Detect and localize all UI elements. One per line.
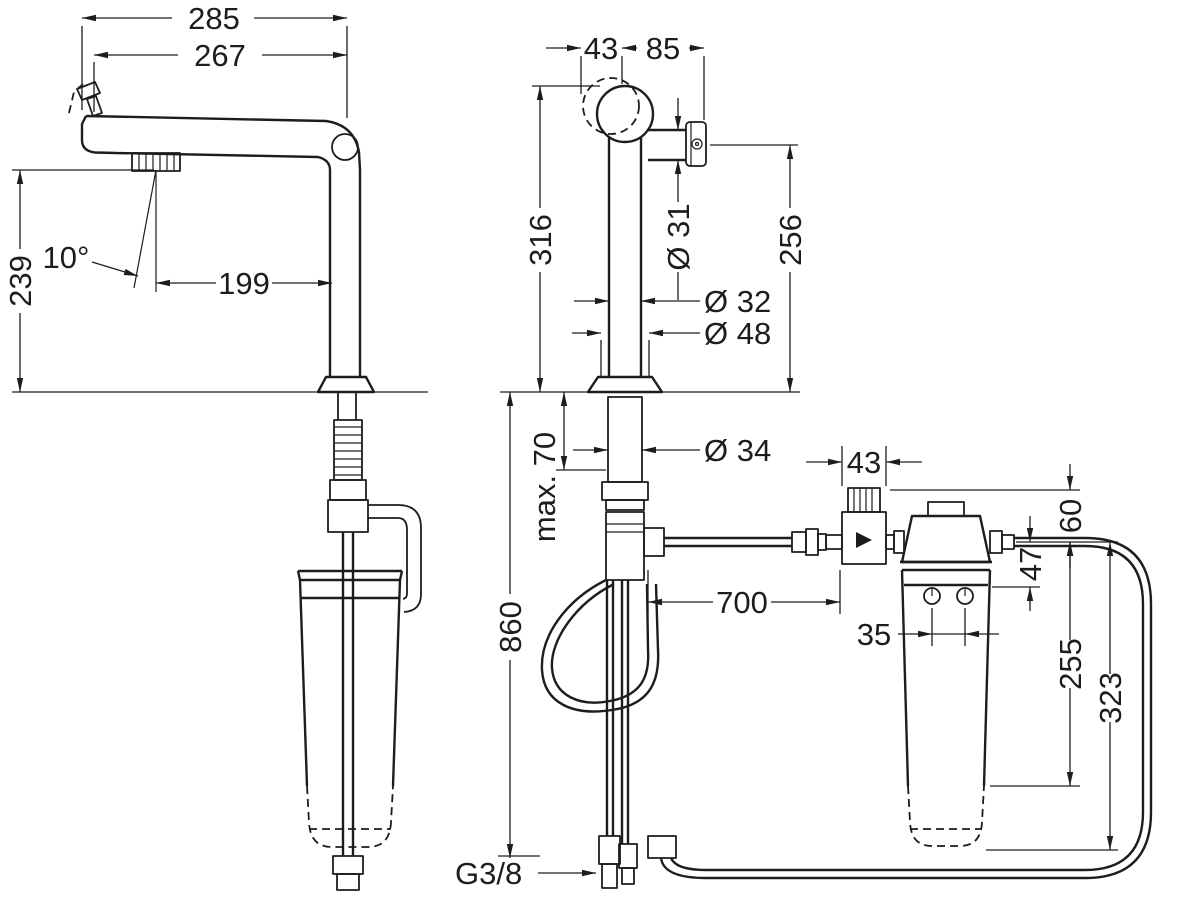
- dim-dia48-label: Ø 48: [704, 316, 771, 351]
- handle-lever: [76, 81, 103, 117]
- valve-nipple: [825, 534, 843, 550]
- mounting-nut-front: [601, 481, 649, 501]
- filter-container-left: [296, 569, 404, 787]
- cartridge-indicator: [923, 587, 941, 605]
- hose-fitting: [805, 528, 819, 556]
- dim-267-label: 267: [194, 38, 246, 73]
- valve-flow-arrow: [856, 532, 872, 548]
- tee-detail: [606, 523, 644, 533]
- hose-end-fitting: [601, 863, 618, 889]
- side-handle: [648, 128, 686, 162]
- base-flange-left: [316, 375, 376, 394]
- dim-255-label: 255: [1053, 638, 1088, 690]
- mounting-thread-front: [607, 396, 643, 483]
- side-handle-button-dot: [694, 141, 700, 147]
- thread-size-label: G3/8: [455, 856, 522, 891]
- filter-container-left-dashed: [306, 785, 394, 848]
- hose-end-fitting: [598, 835, 621, 865]
- dim-285-label: 285: [188, 1, 240, 36]
- supply-hose: [664, 536, 792, 548]
- faucet-hose-left: [341, 532, 355, 856]
- dim-35-label: 35: [857, 617, 891, 652]
- extension-lines-front: [498, 56, 841, 857]
- dim-dia34-label: Ø 34: [704, 433, 771, 468]
- cartridge-indicator-marks: [931, 589, 966, 596]
- head-swivel-dashed: [582, 77, 640, 135]
- dim-700-label: 700: [716, 585, 768, 620]
- mounting-bracket-left: [327, 499, 369, 533]
- hose-end-fitting-left2: [336, 873, 360, 891]
- filter-head-port-left: [893, 530, 905, 554]
- side-view-dimensions: 285 267 239 10° 199: [3, 1, 428, 393]
- hose-fitting: [791, 531, 807, 553]
- hose-end-fitting: [618, 843, 638, 869]
- filter-cartridge-dashed: [907, 785, 985, 847]
- extension-lines-dia48: [600, 340, 650, 376]
- dim-256-label: 256: [773, 214, 808, 266]
- dim-max70-label: max. 70: [527, 432, 562, 542]
- hose-end-fitting: [621, 867, 635, 885]
- dim-860-label: 860: [493, 601, 528, 653]
- base-flange-front: [586, 375, 664, 394]
- dim-dia32-label: Ø 32: [704, 284, 771, 319]
- dim-60-label: 60: [1053, 499, 1088, 533]
- spout-profile: [80, 114, 362, 377]
- filter-cartridge: [900, 560, 992, 787]
- valve-outlet-nipple: [885, 534, 895, 550]
- head-circle: [595, 84, 655, 144]
- angle-leader-arrow: [91, 261, 139, 277]
- filter-head-top: [927, 501, 965, 517]
- dim-199-label: 199: [218, 266, 270, 301]
- washer-front: [605, 499, 645, 511]
- hose-end-fitting-left: [332, 855, 364, 875]
- valve-cap-ribs: [853, 488, 873, 512]
- holder-hook: [368, 504, 422, 613]
- spray-angle-lines: [133, 169, 157, 292]
- swivel-joint: [331, 133, 359, 161]
- filter-assembly: [647, 487, 1153, 880]
- spray-hose-loop-inner: [550, 582, 650, 704]
- filter-head: [900, 514, 992, 564]
- angle-10-label: 10°: [43, 240, 90, 275]
- side-view: [68, 81, 422, 891]
- loop-hose-fitting: [647, 835, 677, 859]
- dim-43-right-label: 43: [847, 445, 881, 480]
- side-handle-button: [691, 138, 703, 150]
- cartridge-indicator: [956, 587, 974, 605]
- front-view-dimensions: 43 85 316 Ø 31 256 Ø 32 Ø 48 Ø 34 max. 7…: [455, 31, 841, 891]
- dim-43-top-label: 43: [584, 31, 618, 66]
- hose-loop-large-inner: [669, 544, 1145, 872]
- handle-alt-position: [68, 83, 84, 114]
- hose-fitting: [817, 533, 827, 551]
- front-view: [500, 77, 827, 889]
- dim-316-label: 316: [523, 214, 558, 266]
- thread-lines-left: [334, 426, 362, 476]
- filter-dimensions: 43 60 47 35 255 323: [806, 445, 1128, 851]
- dim-dia31-label: Ø 31: [661, 203, 696, 270]
- dim-239-label: 239: [3, 255, 38, 307]
- connection-hoses: [605, 580, 630, 844]
- dim-323-label: 323: [1093, 672, 1128, 724]
- extension-lines-left: [12, 26, 428, 393]
- spray-hose-loop: [540, 578, 660, 713]
- aerator-ribs: [138, 153, 175, 171]
- side-handle-cap: [685, 121, 707, 167]
- valve-cap: [847, 487, 881, 513]
- filter-head-port-right: [989, 530, 1003, 554]
- tee-side-port: [643, 527, 665, 557]
- filter-head-port-right2: [1001, 534, 1015, 550]
- shank-left: [337, 392, 357, 420]
- hose-loop-large: [659, 536, 1153, 880]
- mounting-thread-left: [333, 419, 363, 481]
- mounting-nut-left: [329, 479, 367, 501]
- faucet-body-front: [607, 137, 643, 377]
- dim-47-label: 47: [1013, 547, 1048, 581]
- tee-connector: [605, 511, 645, 581]
- dim-85-label: 85: [646, 31, 680, 66]
